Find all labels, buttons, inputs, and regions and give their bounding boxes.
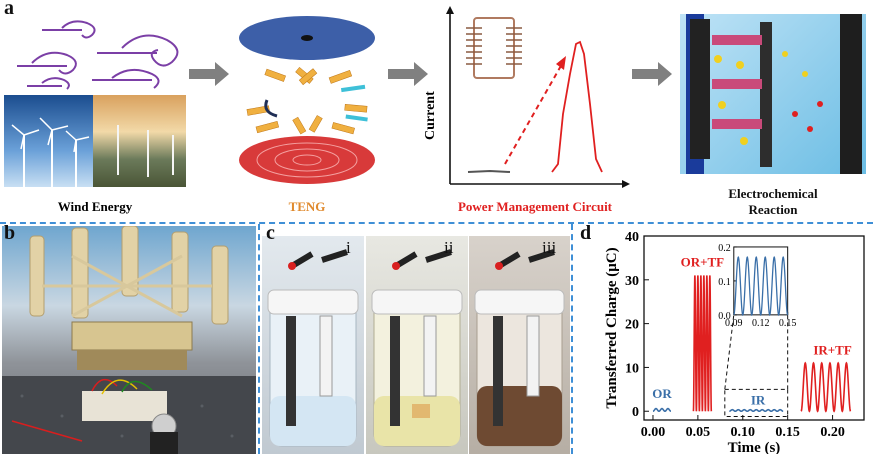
inset-y-tick-label: 0.1 (718, 277, 731, 288)
wind-turbine-photo-1 (4, 95, 93, 187)
y-tick-label: 30 (625, 274, 639, 289)
wind-swirl-icon (17, 20, 179, 90)
panel-b-label: b (4, 222, 16, 244)
arrow-right-icon (632, 62, 672, 86)
y-tick-label: 20 (625, 318, 639, 333)
inset-frame (733, 246, 789, 316)
teng-caption: TENG (288, 199, 326, 214)
inset-x-tick-label: 0.15 (779, 318, 797, 329)
panel-c-label: c (266, 222, 275, 244)
x-tick-label: 0.15 (775, 425, 800, 440)
sub-label-ii: ii (444, 238, 454, 257)
arrow-right-icon (388, 62, 428, 86)
beaker-photo-iii (469, 236, 570, 454)
vertical-divider-2 (571, 224, 573, 454)
beaker-photo-i (262, 236, 364, 454)
horizontal-divider (0, 222, 873, 224)
zoom-box (724, 388, 789, 417)
inset-x-tick-label: 0.09 (725, 318, 743, 329)
current-axis-label: Current (423, 91, 438, 140)
annotation-or-tf: OR+TF (681, 255, 725, 270)
inset-y-tick-label: 0.2 (718, 243, 731, 254)
series-line-ir-tf (800, 361, 852, 413)
pmc-caption: Power Management Circuit (457, 199, 613, 214)
annotation-or: OR (652, 386, 672, 401)
vertical-divider-1 (258, 224, 260, 454)
annotation-ir: IR (751, 393, 766, 408)
x-tick-label: 0.20 (820, 425, 845, 440)
panel-a-label: a (4, 0, 14, 19)
ec-caption-2: Reaction (748, 202, 798, 217)
arrow-right-icon (189, 62, 229, 86)
x-axis-label: Time (s) (728, 440, 781, 454)
series-line-or-tf (692, 275, 713, 412)
x-tick-label: 0.10 (731, 425, 756, 440)
y-tick-label: 40 (625, 230, 639, 245)
y-tick-label: 0 (632, 405, 639, 420)
y-axis-label: Transferred Charge (μC) (604, 247, 620, 408)
electrochemical-cell (680, 14, 866, 174)
zoom-connector (724, 314, 735, 390)
wind-turbine-photo-2 (93, 95, 186, 187)
x-tick-label: 0.05 (686, 425, 711, 440)
annotation-ir-tf: IR+TF (813, 342, 852, 357)
x-tick-label: 0.00 (641, 425, 666, 440)
sub-label-iii: iii (542, 238, 557, 257)
series-line-ir (729, 408, 784, 413)
wind-harvester-photo (2, 226, 256, 454)
ec-caption-1: Electrochemical (728, 186, 818, 201)
series-line-or (652, 407, 672, 413)
y-tick-label: 10 (625, 361, 639, 376)
panel-d-label: d (580, 222, 592, 244)
plot-frame (643, 235, 865, 421)
teng-structure-diagram (239, 16, 375, 184)
inset-series-line (733, 255, 789, 317)
beaker-photo-ii (366, 236, 468, 454)
inset-y-tick-label: 0.0 (718, 311, 731, 322)
inset-x-tick-label: 0.12 (752, 318, 770, 329)
sub-label-i: i (346, 238, 351, 257)
wind-energy-caption: Wind Energy (57, 199, 133, 214)
current-graph (446, 6, 630, 188)
